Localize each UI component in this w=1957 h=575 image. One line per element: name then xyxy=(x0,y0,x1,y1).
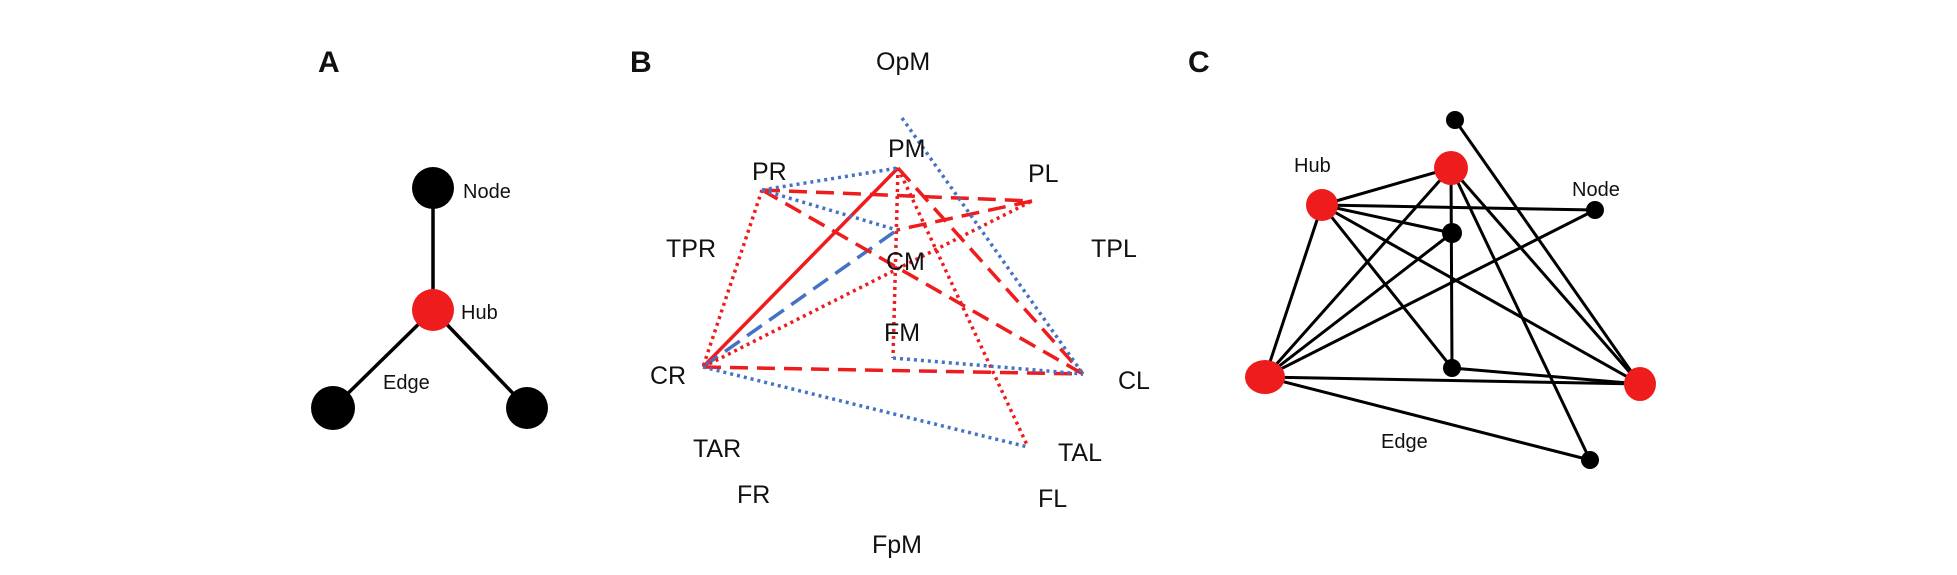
region-label-opm: OpM xyxy=(876,48,930,76)
panel-a-node-left xyxy=(311,386,355,430)
panel-b-letter: B xyxy=(630,46,652,79)
panel-c-edge xyxy=(1449,167,1642,385)
panel-c-hub xyxy=(1306,189,1338,221)
panel-c-edge xyxy=(1263,167,1453,378)
region-label-pr: PR xyxy=(752,158,787,186)
region-label-fr: FR xyxy=(737,481,770,509)
panel-c-edge xyxy=(1321,203,1596,212)
region-label-cr: CR xyxy=(650,362,686,390)
panel-a-node-top xyxy=(412,167,454,209)
connection-pl-cm xyxy=(896,199,1033,232)
panel-c-edge xyxy=(1451,366,1641,386)
panel-c-node-label: Node xyxy=(1572,179,1620,201)
region-label-pm: PM xyxy=(888,135,926,163)
region-label-tpl: TPL xyxy=(1091,235,1137,263)
panel-a-edge-label: Edge xyxy=(383,372,430,394)
panel-c-node xyxy=(1581,451,1599,469)
panel-c-node xyxy=(1442,223,1462,243)
connection-pm-cl xyxy=(896,166,1085,376)
panel-a-node-label: Node xyxy=(463,181,511,203)
connection-pr-cl xyxy=(761,188,1084,376)
connection-opm-cl xyxy=(900,116,1085,376)
panel-c-node xyxy=(1443,359,1461,377)
connection-cr-cm xyxy=(701,228,899,369)
connection-cr-pl xyxy=(702,199,1033,369)
panel-c-edge xyxy=(1264,375,1641,386)
panel-b-region-labels: OpM PM PR PL TPR TPL CM FM CR CL TAR TAL… xyxy=(650,48,1150,559)
panel-c-edge xyxy=(1264,208,1596,379)
region-label-cm: CM xyxy=(886,248,925,276)
panel-c-hub xyxy=(1245,360,1285,394)
panel-a-hub-label: Hub xyxy=(461,302,498,324)
region-label-fl: FL xyxy=(1038,485,1067,513)
panel-c-edge xyxy=(1321,203,1641,386)
connection-cr-tal xyxy=(702,365,1029,449)
panel-b: B OpM PM PR PL TPR TPL CM FM CR CL TAR T… xyxy=(630,46,1150,559)
region-label-tal: TAL xyxy=(1058,439,1102,467)
panel-c-edge xyxy=(1264,231,1453,379)
panel-c-edge xyxy=(1264,375,1591,462)
connection-pm-tal xyxy=(896,167,1030,448)
panel-c-edge xyxy=(1263,204,1324,378)
panel-c-hub-label: Hub xyxy=(1294,155,1331,177)
panel-c-letter: C xyxy=(1188,46,1210,79)
panel-c-edge xyxy=(1449,167,1454,369)
panel-c-node xyxy=(1446,111,1464,129)
panel-c-edges xyxy=(1263,119,1642,462)
panel-c-edge xyxy=(1449,167,1592,461)
region-label-cl: CL xyxy=(1118,367,1150,395)
connection-pr-pm xyxy=(761,166,899,192)
connection-pr-cm xyxy=(761,188,898,232)
panel-a-edge-right xyxy=(431,308,529,410)
panel-c-hub xyxy=(1434,151,1468,185)
connection-cr-cl xyxy=(702,365,1084,376)
panel-a-edge-left xyxy=(331,308,435,410)
panel-c-edge xyxy=(1453,119,1642,385)
panel-c-edge xyxy=(1320,204,1454,369)
panel-c-node xyxy=(1586,201,1604,219)
panel-c-hub xyxy=(1624,367,1656,401)
panel-a-node-right xyxy=(506,387,548,429)
panel-c-edge-label: Edge xyxy=(1381,431,1428,453)
region-label-pl: PL xyxy=(1028,160,1059,188)
panel-a-letter: A xyxy=(318,46,340,79)
panel-c-edge xyxy=(1321,203,1453,235)
region-label-tar: TAR xyxy=(693,435,741,463)
panel-b-connections xyxy=(701,116,1085,449)
connection-pr-pl xyxy=(761,188,1033,203)
panel-a: A Node Hub Edge xyxy=(311,46,548,430)
connection-pr-cr xyxy=(701,189,764,368)
region-label-tpr: TPR xyxy=(666,235,716,263)
panel-a-hub xyxy=(412,289,454,331)
region-label-fm: FM xyxy=(884,319,920,347)
region-label-fpm: FpM xyxy=(872,531,922,559)
connection-pm-cr xyxy=(701,166,900,369)
panel-c: C Hub Node Edge xyxy=(1188,46,1656,469)
panel-c-edge xyxy=(1321,166,1452,207)
